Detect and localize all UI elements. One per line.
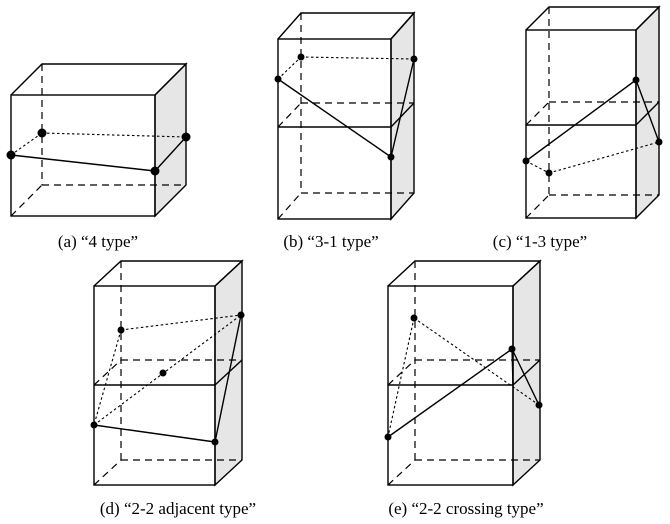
box-front-face — [10, 94, 156, 217]
hidden-connection-line — [548, 141, 660, 174]
panel-d-box — [93, 259, 244, 487]
box-side-face — [154, 62, 187, 218]
vertex-point — [545, 169, 553, 177]
caption-d: (d) “2-2 adjacent type” — [100, 499, 256, 518]
hidden-connection-line — [41, 132, 187, 138]
box-hidden-bottom-edge — [525, 194, 550, 219]
hidden-connection-line — [413, 317, 540, 406]
box-hidden-middle-left — [387, 359, 416, 386]
vertex-point — [150, 166, 160, 176]
connection-line — [387, 348, 513, 438]
vertex-point — [384, 433, 392, 441]
caption-a: (a) “4 type” — [58, 232, 138, 251]
box-middle-side-line — [512, 359, 541, 386]
hidden-connection-line — [300, 56, 415, 60]
vertex-point — [37, 128, 47, 138]
vertex-point — [508, 345, 516, 353]
hidden-connection-line — [93, 329, 122, 426]
vertex-point — [535, 401, 543, 409]
connection-line — [10, 154, 156, 172]
box-top-edges — [277, 12, 416, 40]
vertex-point — [297, 53, 305, 61]
box-middle-side-line — [390, 102, 415, 128]
connection-line — [511, 348, 540, 406]
box-middle-side-line — [214, 359, 243, 386]
panel-a-quadrilateral — [6, 128, 191, 176]
caption-e: (e) “2-2 crossing type” — [388, 499, 543, 518]
box-top-edges — [93, 260, 244, 287]
panel-e: (e) “2-2 crossing type” — [384, 259, 544, 518]
hidden-connection-line — [93, 314, 242, 426]
connection-line — [154, 136, 187, 172]
vertex-point — [274, 75, 282, 83]
vertex-point — [181, 132, 191, 142]
box-front-face — [277, 38, 392, 220]
vertex-point — [522, 157, 530, 165]
hidden-connection-line — [120, 314, 242, 331]
intersection-point — [159, 369, 167, 377]
box-hidden-bottom-edge — [387, 459, 416, 486]
vertex-point — [6, 150, 16, 160]
connection-line — [214, 314, 242, 443]
connection-line — [635, 79, 660, 143]
panel-c: (c) “1-3 type” — [493, 5, 663, 251]
box-top-edges — [10, 63, 188, 96]
connection-line — [511, 348, 514, 386]
connection-line — [390, 58, 415, 158]
hidden-connection-line — [277, 56, 302, 80]
caption-b: (b) “3-1 type” — [283, 232, 378, 251]
panel-e-quadrilateral — [384, 314, 543, 441]
box-hidden-bottom-edge — [277, 192, 302, 220]
panel-a-box — [10, 62, 188, 218]
panel-e-box — [387, 259, 542, 487]
vertex-point — [387, 153, 395, 161]
vertex-point — [90, 421, 98, 429]
connection-line — [525, 79, 637, 162]
hidden-connection-line — [387, 317, 415, 438]
hidden-connection-line — [525, 160, 550, 174]
vertex-point — [410, 55, 418, 63]
hidden-connection-line — [10, 132, 43, 156]
panel-a: (a) “4 type” — [6, 62, 191, 251]
vertex-point — [211, 438, 219, 446]
panel-d: (d) “2-2 adjacent type” — [90, 259, 256, 518]
box-hidden-middle-left — [525, 101, 550, 126]
panel-b: (b) “3-1 type” — [274, 11, 418, 251]
box-hidden-bottom-edge — [10, 184, 43, 217]
connection-line — [93, 424, 216, 443]
box-hidden-bottom-edge — [93, 459, 122, 486]
vertex-point — [117, 326, 125, 334]
box-middle-side-line — [635, 101, 660, 126]
connection-line — [277, 78, 392, 158]
panel-d-quadrilateral — [90, 311, 245, 446]
vertex-point — [655, 138, 663, 146]
box-hidden-middle-left — [277, 102, 302, 128]
box-hidden-middle-left — [93, 359, 122, 386]
box-front-face — [525, 29, 637, 219]
panel-b-box — [277, 11, 416, 221]
panel-c-quadrilateral — [522, 76, 663, 177]
box-top-edges — [525, 6, 661, 31]
panel-b-quadrilateral — [274, 53, 418, 161]
vertex-point — [632, 76, 640, 84]
vertex-point — [237, 311, 245, 319]
caption-c: (c) “1-3 type” — [493, 232, 587, 251]
box-top-edges — [387, 260, 542, 287]
vertex-point — [410, 314, 418, 322]
